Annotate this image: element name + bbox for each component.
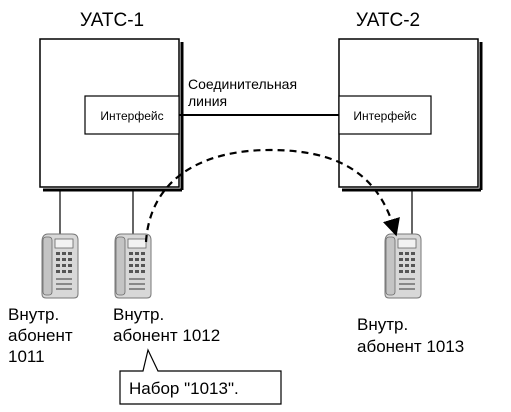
pbx1-interface-box — [84, 95, 180, 135]
dial-callout — [119, 348, 282, 405]
pbx2-interface-box — [338, 95, 432, 135]
call-path-arrow — [144, 148, 400, 243]
ext1013-line2: абонент 1013 — [357, 337, 464, 356]
desk-phone-icon — [41, 233, 79, 299]
ext1012-line2: абонент 1012 — [113, 326, 220, 345]
dial-callout-text: Набор "1013". — [129, 379, 239, 398]
pbx1-title: УАТС-1 — [80, 10, 144, 31]
pbx2-title: УАТС-2 — [356, 10, 420, 31]
desk-phone-icon — [384, 233, 422, 299]
ext1011-line3: 1011 — [8, 347, 45, 366]
ext1013-line1: Внутр. — [357, 315, 408, 334]
pbx2-interface-label: Интерфейс — [353, 109, 416, 123]
trunk-label-line2: линия — [188, 93, 227, 109]
ext1011-line1: Внутр. — [8, 305, 59, 324]
ext1011-line2: абонент — [8, 326, 73, 345]
desk-phone-icon — [114, 233, 152, 299]
ext1012-line1: Внутр. — [113, 305, 164, 324]
trunk-label-line1: Соединительная — [188, 76, 297, 92]
pbx1-interface-label: Интерфейс — [100, 109, 163, 123]
